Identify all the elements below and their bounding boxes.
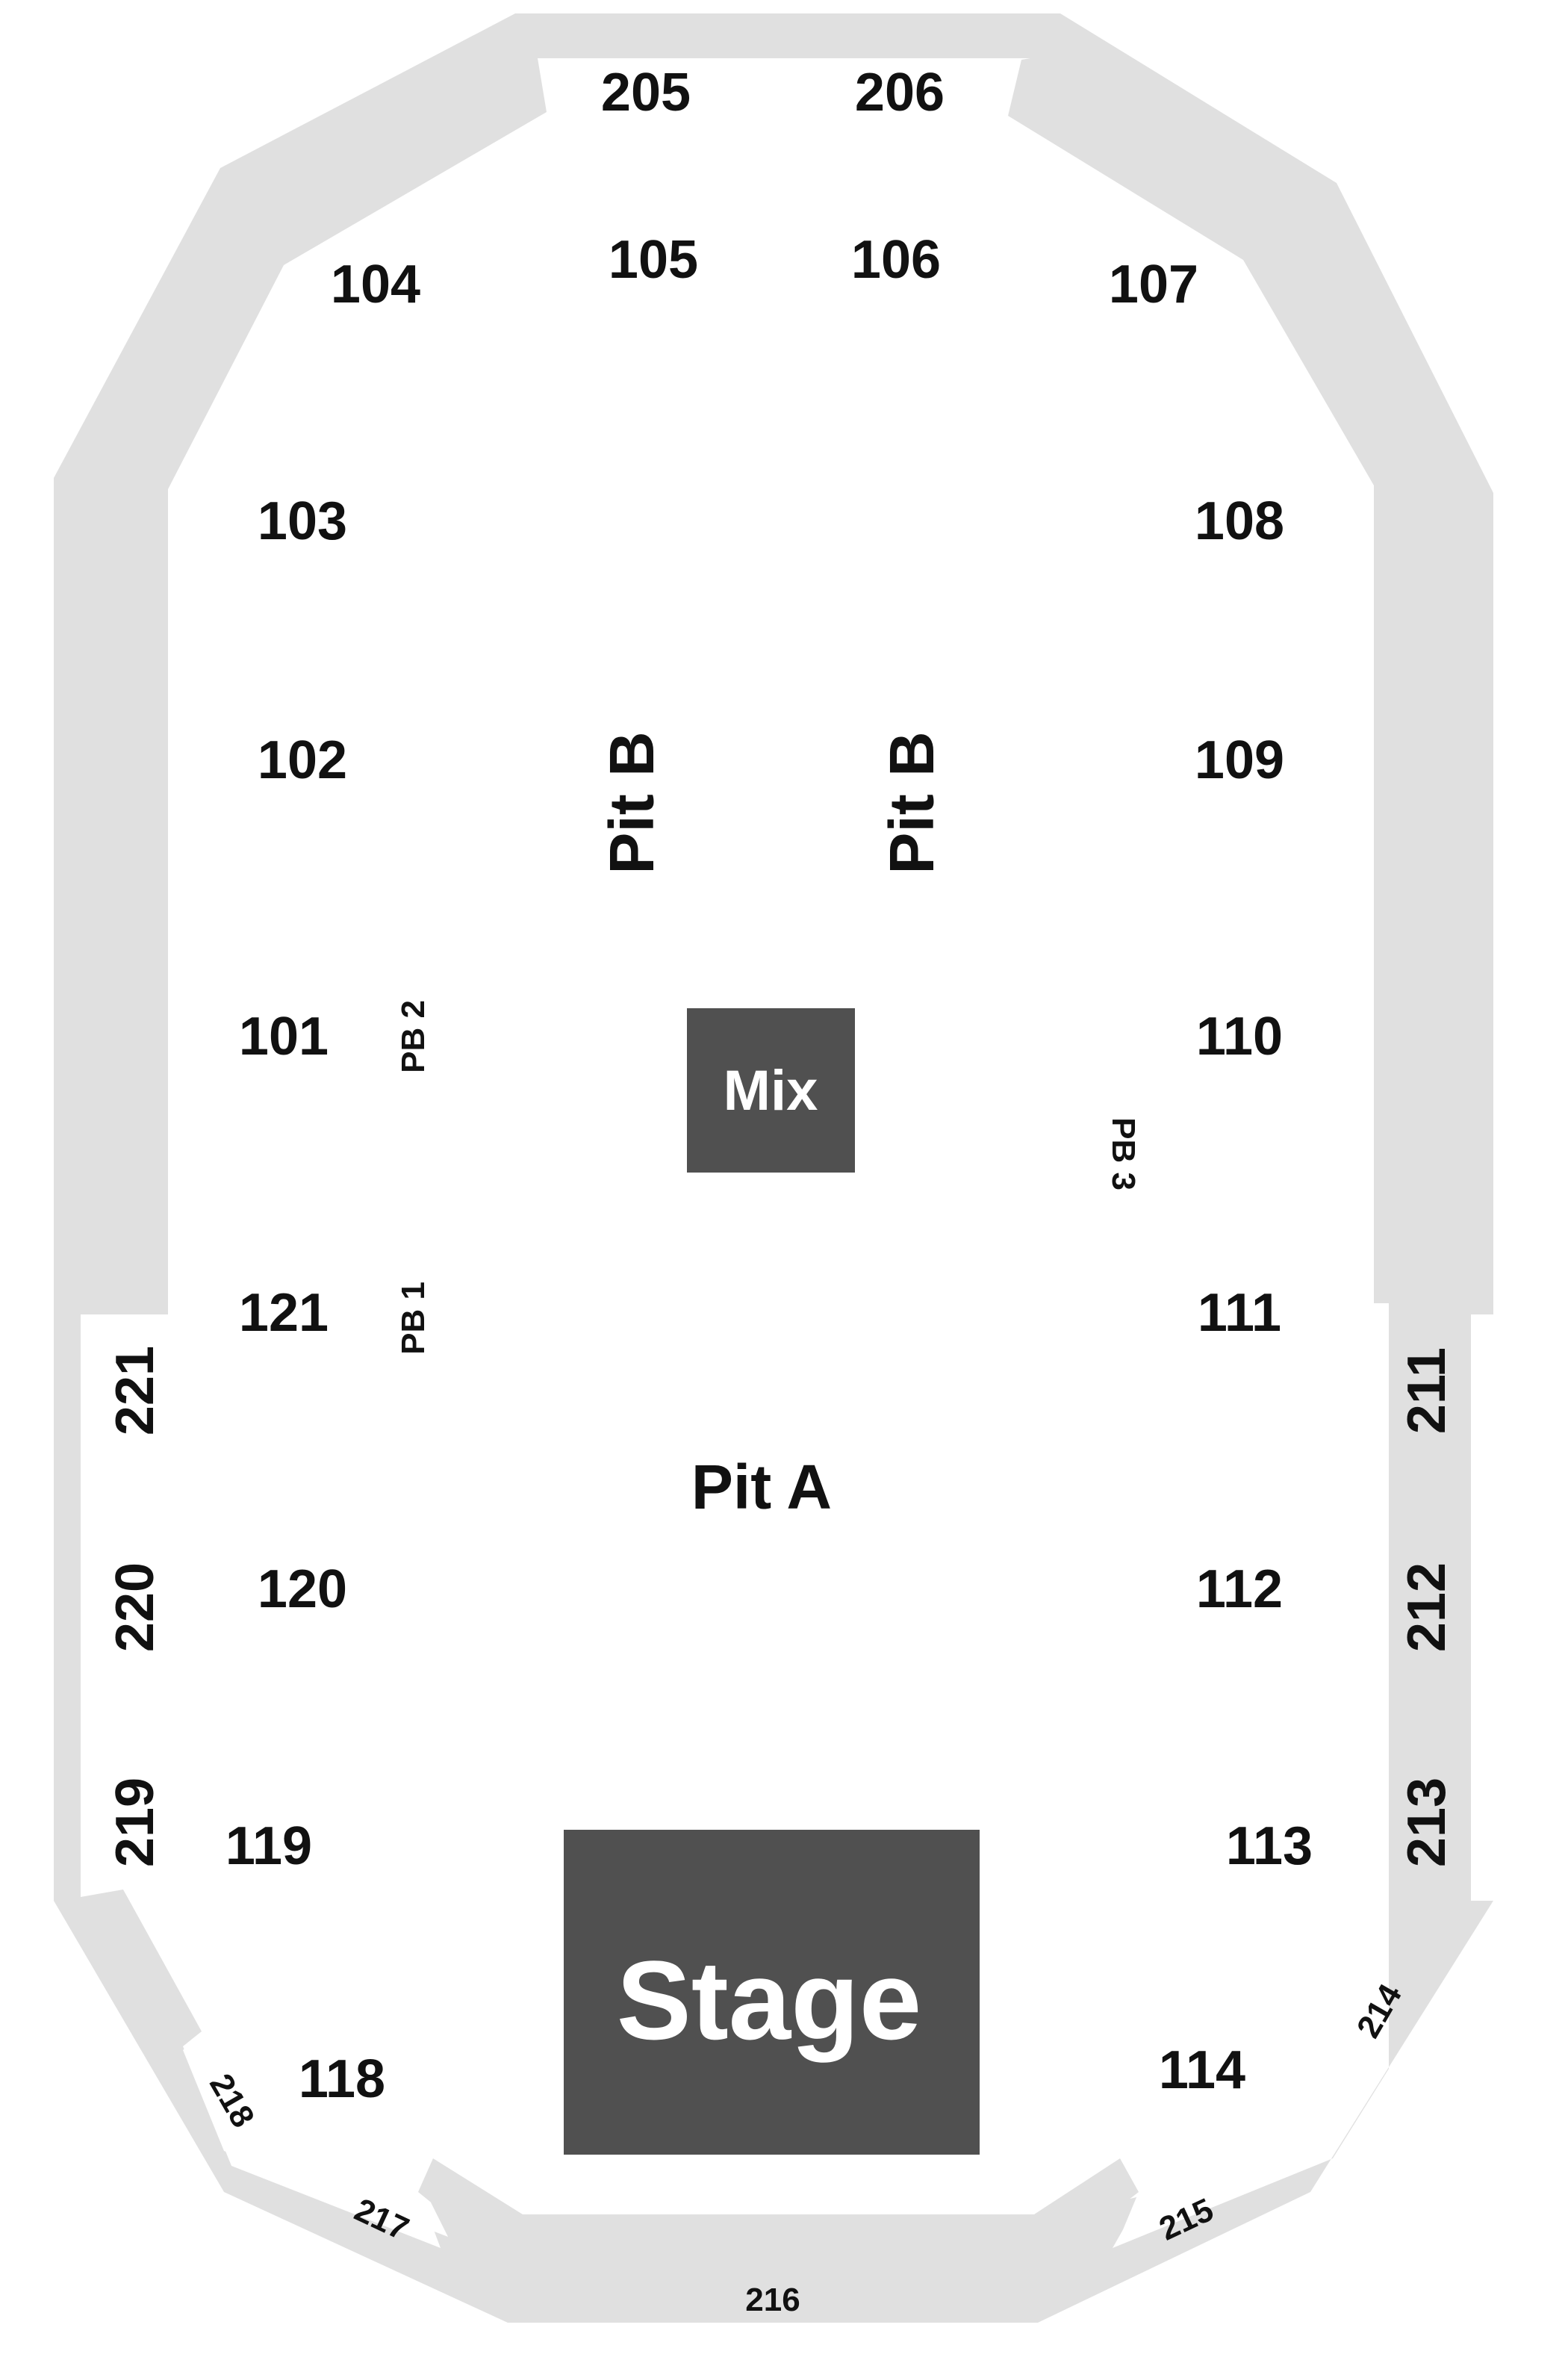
pit-a-label[interactable]: Pit A xyxy=(691,1452,832,1522)
inner-floor xyxy=(81,1303,1389,2237)
section-101[interactable]: 101 xyxy=(239,1007,329,1066)
section-102[interactable]: 102 xyxy=(258,730,347,790)
section-111[interactable]: 111 xyxy=(1198,1283,1281,1343)
section-112[interactable]: 112 xyxy=(1196,1559,1283,1619)
section-113[interactable]: 113 xyxy=(1226,1816,1313,1876)
section-103[interactable]: 103 xyxy=(258,491,347,551)
section-121[interactable]: 121 xyxy=(239,1283,329,1343)
section-216[interactable]: 216 xyxy=(745,2282,800,2318)
section-108[interactable]: 108 xyxy=(1195,491,1284,551)
stage xyxy=(564,1830,980,2155)
section-212[interactable]: 212 xyxy=(1397,1562,1457,1652)
section-105[interactable]: 105 xyxy=(609,230,698,290)
section-221[interactable]: 221 xyxy=(105,1346,165,1435)
section-219[interactable]: 219 xyxy=(105,1777,165,1867)
pit-b-right-label[interactable]: Pit B xyxy=(877,731,947,874)
section-104[interactable]: 104 xyxy=(331,255,420,314)
mix-position[interactable] xyxy=(687,1008,855,1173)
section-118[interactable]: 118 xyxy=(299,2049,385,2109)
pb3-label[interactable]: PB 3 xyxy=(1105,1117,1142,1190)
section-114[interactable]: 114 xyxy=(1159,2040,1245,2100)
section-110[interactable]: 110 xyxy=(1196,1007,1283,1066)
pb2-label[interactable]: PB 2 xyxy=(395,1000,432,1073)
section-107[interactable]: 107 xyxy=(1109,255,1198,314)
section-119[interactable]: 119 xyxy=(225,1816,312,1876)
section-220[interactable]: 220 xyxy=(105,1562,165,1652)
stage-label: Stage xyxy=(617,1937,921,2063)
section-211[interactable]: 211 xyxy=(1397,1347,1457,1434)
section-109[interactable]: 109 xyxy=(1195,730,1284,790)
section-213[interactable]: 213 xyxy=(1397,1777,1457,1867)
pb1-label[interactable]: PB 1 xyxy=(395,1282,432,1355)
bottom-concourse xyxy=(418,2158,1139,2270)
section-206[interactable]: 206 xyxy=(855,63,945,122)
mix-label: Mix xyxy=(724,1059,818,1123)
section-205[interactable]: 205 xyxy=(601,63,691,122)
section-106[interactable]: 106 xyxy=(851,230,941,290)
section-120[interactable]: 120 xyxy=(258,1559,347,1619)
pit-b-left-label[interactable]: Pit B xyxy=(597,731,667,874)
